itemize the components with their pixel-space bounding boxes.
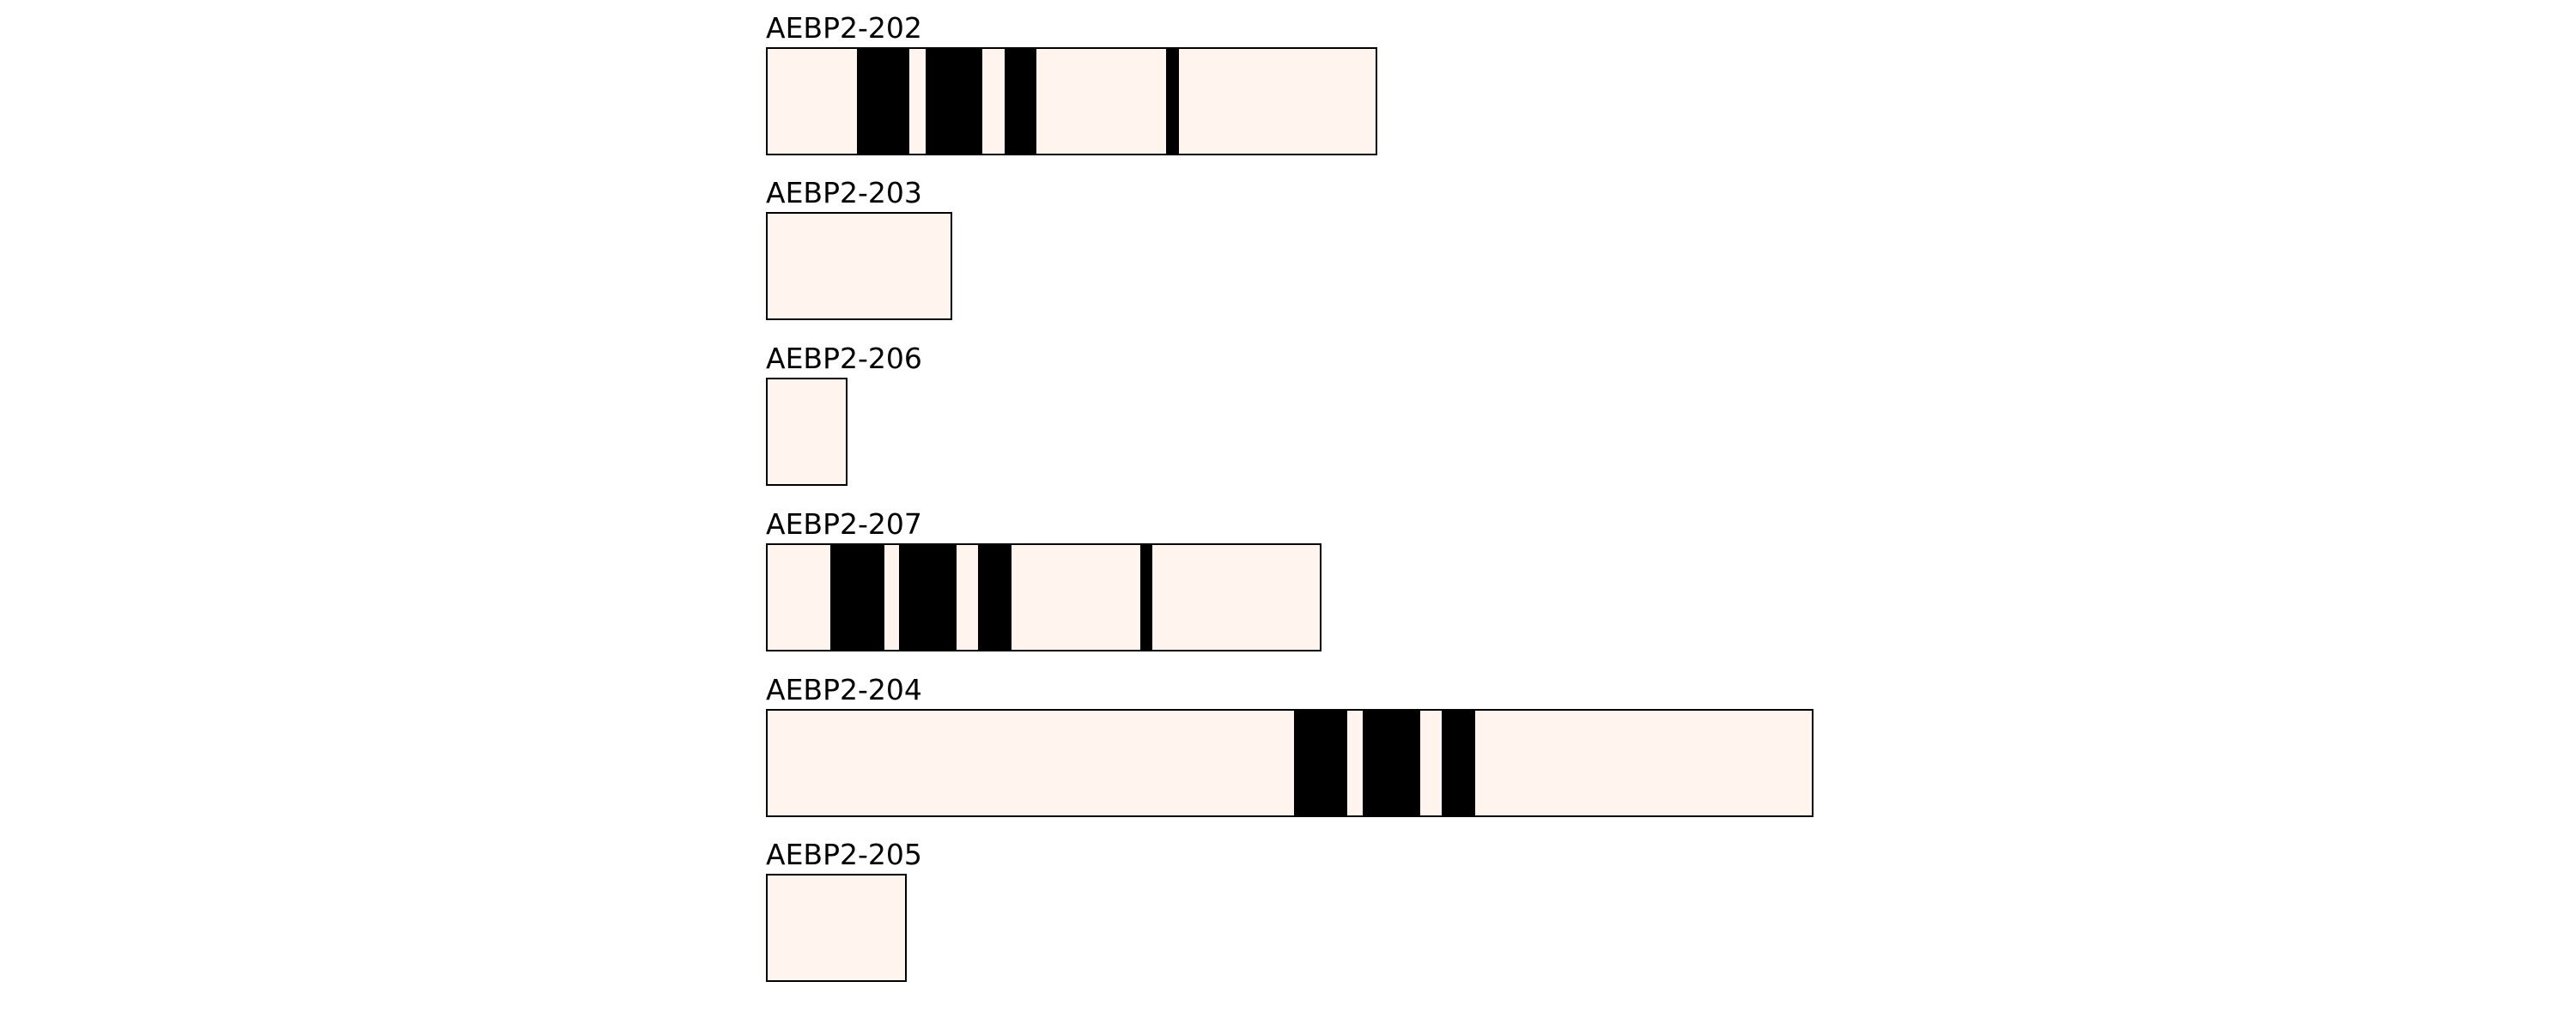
feature-block bbox=[1363, 711, 1420, 815]
transcript-bar bbox=[766, 874, 907, 982]
transcript-bar bbox=[766, 212, 952, 320]
transcript-bar bbox=[766, 378, 848, 486]
feature-block bbox=[926, 49, 982, 154]
transcript-bar bbox=[766, 47, 1377, 155]
transcript-label: AEBP2-204 bbox=[766, 673, 922, 706]
feature-block bbox=[1005, 49, 1036, 154]
transcript-bar bbox=[766, 709, 1814, 817]
transcript-label: AEBP2-205 bbox=[766, 838, 922, 871]
transcript-label: AEBP2-206 bbox=[766, 342, 922, 375]
feature-block bbox=[830, 545, 884, 650]
transcript-bar bbox=[766, 543, 1321, 651]
feature-block bbox=[857, 49, 909, 154]
transcript-label: AEBP2-203 bbox=[766, 176, 922, 209]
feature-block bbox=[899, 545, 957, 650]
feature-block bbox=[1140, 545, 1152, 650]
feature-block bbox=[1294, 711, 1347, 815]
transcript-label: AEBP2-207 bbox=[766, 507, 922, 541]
feature-block bbox=[1166, 49, 1179, 154]
feature-block bbox=[978, 545, 1012, 650]
transcript-label: AEBP2-202 bbox=[766, 11, 922, 45]
feature-block bbox=[1442, 711, 1475, 815]
